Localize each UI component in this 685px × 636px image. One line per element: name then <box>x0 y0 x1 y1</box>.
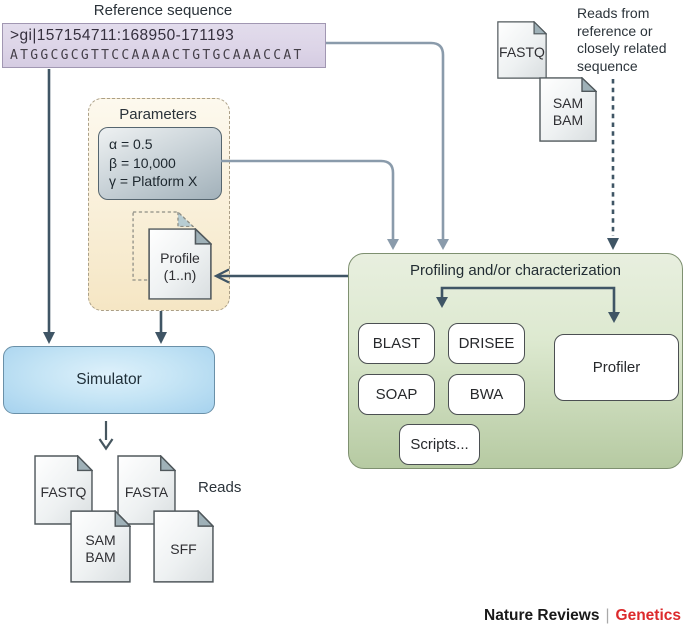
fasta-header-text: >gi|157154711:168950-171193 <box>10 27 235 44</box>
reference-sequence-label: Reference sequence <box>93 2 233 19</box>
file-label: SFF <box>153 520 214 578</box>
reference-sequence-box: >gi|157154711:168950-171193 ATGGCGCGTTCC… <box>2 23 326 68</box>
simulator-label: Simulator <box>76 371 142 388</box>
parameters-title: Parameters <box>119 106 197 123</box>
document-icon <box>153 510 214 583</box>
journal-field: Genetics <box>615 607 681 624</box>
file-label: FASTQ <box>34 465 93 521</box>
journal-name: Nature Reviews <box>484 607 600 624</box>
file-icon-fastq-output: FASTQ <box>34 455 93 525</box>
parameter-beta: β = 10,000 <box>109 154 176 171</box>
reads-output-caption: Reads <box>198 479 242 496</box>
file-label-line: FASTQ <box>499 43 545 60</box>
arrow-simulator-to-reads <box>98 421 114 451</box>
tool-drisee: DRISEE <box>448 323 525 364</box>
file-label-line: (1..n) <box>163 266 197 283</box>
file-label: SAM BAM <box>70 520 131 578</box>
tool-bwa: BWA <box>448 374 525 415</box>
tool-scripts: Scripts... <box>399 424 480 465</box>
tool-soap: SOAP <box>358 374 435 415</box>
arrow-parameters-to-simulator <box>155 311 167 344</box>
document-icon <box>70 510 131 583</box>
file-label-line: FASTA <box>124 484 169 501</box>
file-label-line: BAM <box>552 112 584 129</box>
arrow-reference-to-profiling <box>326 41 449 250</box>
file-label-line: FASTQ <box>40 484 87 501</box>
simulator-box: Simulator <box>3 346 215 414</box>
profiling-panel: Profiling and/or characterization BLAST … <box>348 253 683 469</box>
profiling-title: Profiling and/or characterization <box>410 262 621 279</box>
file-label: FASTA <box>117 465 176 521</box>
file-icon-fasta-output: FASTA <box>117 455 176 525</box>
file-label-line: SAM <box>85 532 116 549</box>
file-icon-fastq-input: FASTQ <box>497 21 547 79</box>
tool-blast: BLAST <box>358 323 435 364</box>
document-icon <box>117 455 176 525</box>
document-icon <box>148 228 212 300</box>
file-label: Profile (1..n) <box>148 238 212 296</box>
file-label-line: SFF <box>170 540 197 557</box>
arrow-profiling-to-profile <box>213 268 348 284</box>
arrow-reads-to-profiling-dashed <box>607 79 619 250</box>
file-label-line: Profile <box>160 249 200 266</box>
document-icon <box>34 455 93 525</box>
file-label-line: SAM <box>552 95 584 112</box>
arrow-parameters-to-profiling <box>221 159 399 250</box>
branding-separator: | <box>605 607 610 624</box>
file-label: SAM BAM <box>539 86 597 138</box>
file-label: FASTQ <box>497 29 547 75</box>
dna-sequence-text: ATGGCGCGTTCCAAAACTGTGCAAACCAT <box>10 48 304 63</box>
file-icon-sam-bam-output: SAM BAM <box>70 510 131 583</box>
parameter-gamma: γ = Platform X <box>109 173 198 189</box>
file-label-line: BAM <box>85 549 116 566</box>
document-icon <box>497 21 547 79</box>
file-icon-profile: Profile (1..n) <box>148 228 212 300</box>
file-icon-sam-bam-input: SAM BAM <box>539 77 597 142</box>
arrow-reference-to-simulator <box>43 69 55 344</box>
file-icon-sff-output: SFF <box>153 510 214 583</box>
tool-profiler: Profiler <box>554 334 679 401</box>
parameter-values-box: α = 0.5 β = 10,000 γ = Platform X <box>98 127 222 200</box>
journal-branding: Nature Reviews | Genetics <box>484 607 681 625</box>
parameter-alpha: α = 0.5 <box>109 136 153 152</box>
document-icon <box>539 77 597 142</box>
reads-input-caption: Reads from reference or closely related … <box>577 5 667 74</box>
